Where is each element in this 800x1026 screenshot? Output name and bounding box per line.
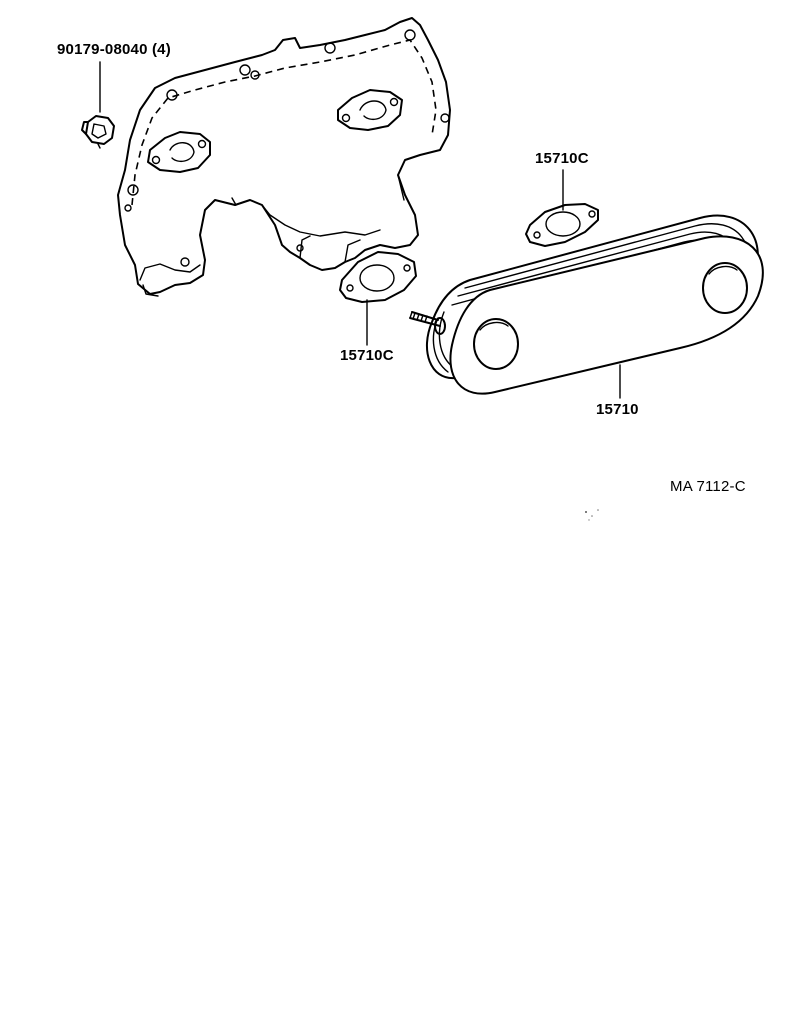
diagram-reference-code: MA 7112-C <box>670 478 746 495</box>
gasket-top-part-number: 15710C <box>535 150 589 167</box>
gasket-left-part-number: 15710C <box>340 347 394 364</box>
flange-nut-part <box>81 61 115 149</box>
oil-cooler-part <box>409 214 764 399</box>
scan-speckle <box>585 509 599 521</box>
oil-cooler-part-number: 15710 <box>596 401 639 418</box>
gasket-top-part <box>525 169 599 247</box>
engine-housing-cover <box>117 17 451 297</box>
gasket-left-part <box>339 251 417 346</box>
nut-part-number: 90179-08040 (4) <box>57 41 171 58</box>
